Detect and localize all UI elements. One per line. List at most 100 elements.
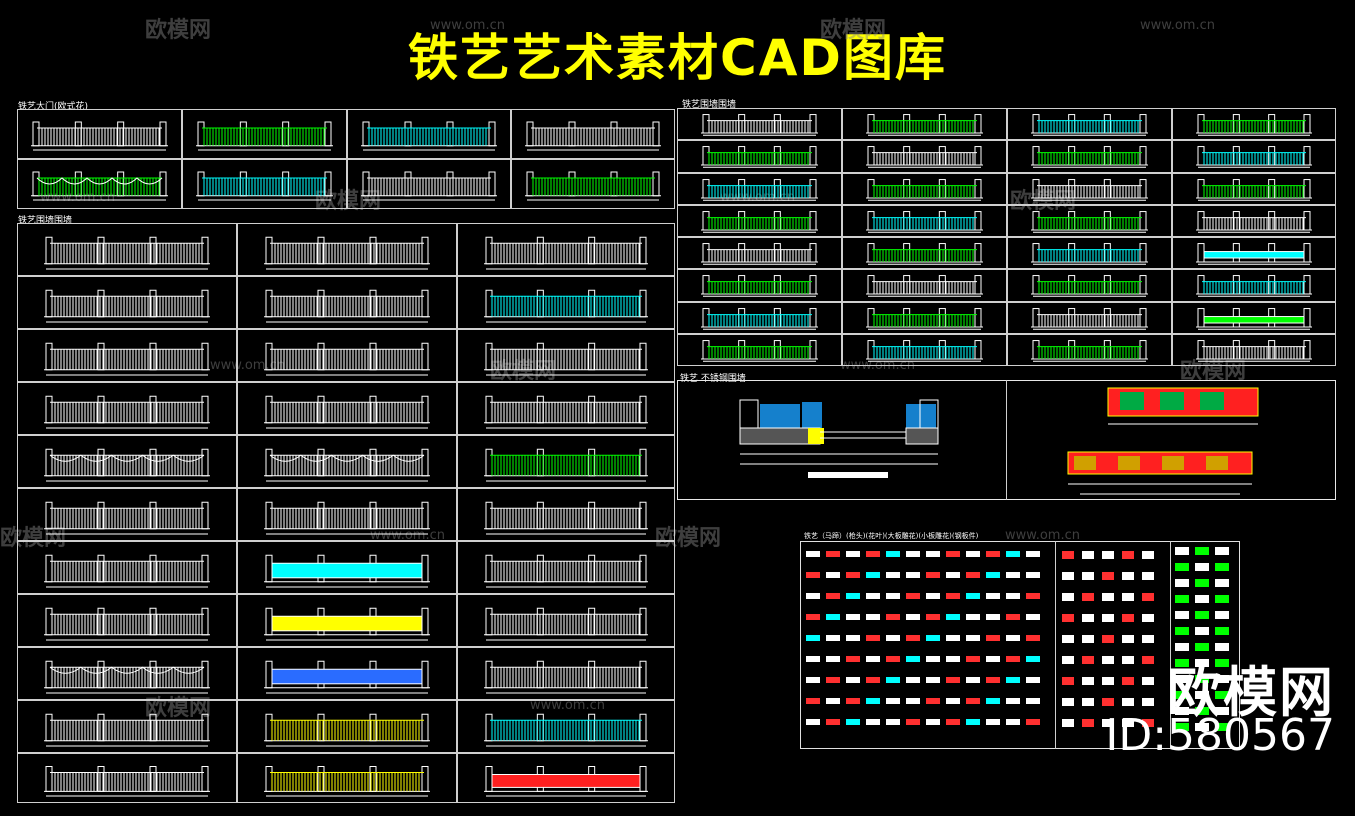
parts-table-divider bbox=[1170, 541, 1171, 749]
part-mark bbox=[1026, 551, 1040, 557]
part-mark bbox=[806, 614, 820, 620]
fence-right-drawing bbox=[701, 146, 818, 168]
part-mark bbox=[926, 635, 940, 641]
part-mark bbox=[1215, 547, 1229, 555]
part-mark bbox=[1026, 656, 1040, 662]
part-mark bbox=[1175, 595, 1189, 603]
part-mark bbox=[886, 719, 900, 725]
fence-left-drawing bbox=[484, 766, 648, 797]
fence-left-drawing bbox=[44, 236, 210, 270]
fence-left-cell bbox=[237, 223, 457, 276]
part-mark bbox=[866, 656, 880, 662]
part-mark bbox=[906, 635, 920, 641]
fence-right-drawing bbox=[1196, 114, 1312, 136]
fence-left-cell bbox=[17, 594, 237, 647]
part-mark bbox=[1006, 719, 1020, 725]
fence-right-cell bbox=[677, 172, 842, 205]
part-mark bbox=[1195, 579, 1209, 587]
fence-left-drawing bbox=[264, 342, 430, 376]
part-mark bbox=[1142, 551, 1154, 559]
stainless-wall-drawing bbox=[1067, 387, 1259, 495]
fence-left-drawing bbox=[264, 607, 430, 641]
fence-right-drawing bbox=[866, 146, 983, 168]
fence-right-cell bbox=[677, 108, 842, 141]
part-mark bbox=[1195, 707, 1209, 715]
part-mark bbox=[886, 698, 900, 704]
watermark-url: www.om.cn bbox=[430, 18, 505, 33]
part-mark bbox=[1195, 643, 1209, 651]
fence-right-drawing bbox=[866, 178, 983, 201]
fence-left-drawing bbox=[44, 766, 210, 797]
fence-right-cell bbox=[1172, 237, 1336, 270]
fence-right-drawing bbox=[701, 275, 818, 297]
fence-right-drawing bbox=[866, 339, 983, 362]
part-mark bbox=[986, 719, 1000, 725]
part-mark bbox=[846, 551, 860, 557]
part-mark bbox=[826, 593, 840, 599]
fence-left-cell bbox=[457, 329, 675, 382]
part-mark bbox=[1215, 707, 1229, 715]
gate-cell bbox=[182, 159, 347, 209]
fence-right-drawing bbox=[701, 210, 818, 233]
fence-left-cell bbox=[457, 753, 675, 803]
fence-right-cell bbox=[1007, 172, 1172, 205]
part-mark bbox=[1082, 656, 1094, 664]
part-mark bbox=[946, 635, 960, 641]
part-mark bbox=[1062, 656, 1074, 664]
part-mark bbox=[886, 656, 900, 662]
part-mark bbox=[1082, 551, 1094, 559]
part-mark bbox=[1142, 698, 1154, 706]
fence-left-cell bbox=[237, 541, 457, 594]
fence-left-cell bbox=[457, 594, 675, 647]
part-mark bbox=[1062, 593, 1074, 601]
fence-left-drawing bbox=[44, 501, 210, 535]
part-mark bbox=[926, 551, 940, 557]
part-mark bbox=[1215, 579, 1229, 587]
fence-right-drawing bbox=[866, 243, 983, 265]
fence-right-drawing bbox=[1031, 114, 1148, 136]
fence-left-drawing bbox=[264, 713, 430, 747]
part-mark bbox=[966, 656, 980, 662]
watermark-logo: 欧模网 bbox=[0, 526, 67, 551]
part-mark bbox=[1175, 547, 1189, 555]
fence-left-cell bbox=[457, 700, 675, 753]
part-mark bbox=[1122, 572, 1134, 580]
parts-drawing bbox=[806, 547, 1229, 731]
part-mark bbox=[1195, 675, 1209, 683]
part-mark bbox=[1175, 643, 1189, 651]
fence-left-cell bbox=[457, 276, 675, 329]
part-mark bbox=[1215, 643, 1229, 651]
part-mark bbox=[846, 614, 860, 620]
part-mark bbox=[1102, 698, 1114, 706]
part-mark bbox=[1175, 611, 1189, 619]
fence-right-drawing bbox=[1196, 275, 1312, 297]
fence-right-drawing bbox=[1031, 243, 1148, 265]
fence-right-drawing bbox=[1196, 178, 1312, 201]
fence-right-cell bbox=[1172, 204, 1336, 237]
fence-left-drawing bbox=[484, 448, 648, 482]
parts-table-divider bbox=[1055, 541, 1056, 749]
part-mark bbox=[866, 677, 880, 683]
stainless-divider bbox=[1006, 380, 1007, 500]
part-mark bbox=[1102, 635, 1114, 643]
fence-left-cell bbox=[237, 700, 457, 753]
fence-left-cell bbox=[17, 488, 237, 541]
part-mark bbox=[1006, 614, 1020, 620]
part-mark bbox=[846, 635, 860, 641]
part-mark bbox=[1082, 677, 1094, 685]
fence-left-drawing bbox=[44, 342, 210, 376]
part-mark bbox=[1062, 677, 1074, 685]
fence-left-drawing bbox=[44, 395, 210, 429]
part-mark bbox=[866, 551, 880, 557]
watermark-logo: 欧模网 bbox=[820, 18, 887, 43]
fence-right-cell bbox=[1007, 140, 1172, 173]
part-mark bbox=[1062, 698, 1074, 706]
fence-right-drawing bbox=[701, 114, 818, 136]
part-mark bbox=[806, 572, 820, 578]
part-mark bbox=[826, 614, 840, 620]
fence-right-cell bbox=[1172, 140, 1336, 173]
fence-right-drawing bbox=[701, 339, 818, 362]
fence-left-drawing bbox=[264, 501, 430, 535]
gate-drawing bbox=[525, 171, 661, 201]
